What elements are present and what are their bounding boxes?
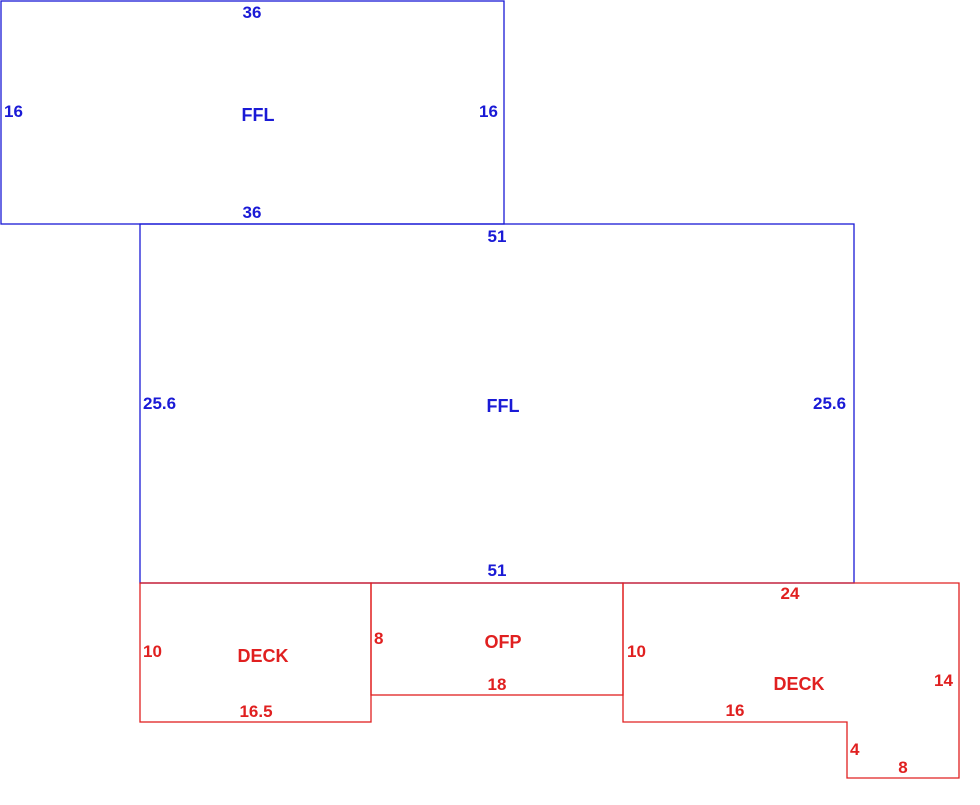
area-name-label: FFL xyxy=(487,396,520,416)
area-name-label: OFP xyxy=(484,632,521,652)
deck-right-outline xyxy=(622,582,960,779)
dimension-label: 4 xyxy=(850,740,860,759)
dimension-label: 36 xyxy=(243,3,262,22)
dimension-label: 8 xyxy=(898,758,907,777)
dimension-label: 10 xyxy=(143,642,162,661)
dimension-label: 51 xyxy=(488,227,507,246)
dimension-label: 8 xyxy=(374,629,383,648)
dimension-label: 25.6 xyxy=(813,394,846,413)
ofp-area: 8 18 OFP xyxy=(370,582,624,696)
dimension-label: 24 xyxy=(781,584,800,603)
dimension-label: 16.5 xyxy=(239,702,272,721)
deck-right-area: 24 10 14 16 4 8 DECK xyxy=(622,582,960,779)
dimension-label: 16 xyxy=(4,102,23,121)
ffl-upper-area: 36 16 16 36 FFL xyxy=(0,0,505,225)
dimension-label: 16 xyxy=(479,102,498,121)
dimension-label: 14 xyxy=(934,671,953,690)
ffl-main-area: 51 25.6 25.6 51 FFL xyxy=(139,223,855,584)
dimension-label: 51 xyxy=(488,561,507,580)
area-name-label: DECK xyxy=(237,646,288,666)
dimension-label: 25.6 xyxy=(143,394,176,413)
area-name-label: FFL xyxy=(242,105,275,125)
deck-left-area: 10 16.5 DECK xyxy=(139,582,372,723)
area-name-label: DECK xyxy=(773,674,824,694)
dimension-label: 18 xyxy=(488,675,507,694)
dimension-label: 10 xyxy=(627,642,646,661)
dimension-label: 16 xyxy=(726,701,745,720)
dimension-label: 36 xyxy=(243,203,262,222)
